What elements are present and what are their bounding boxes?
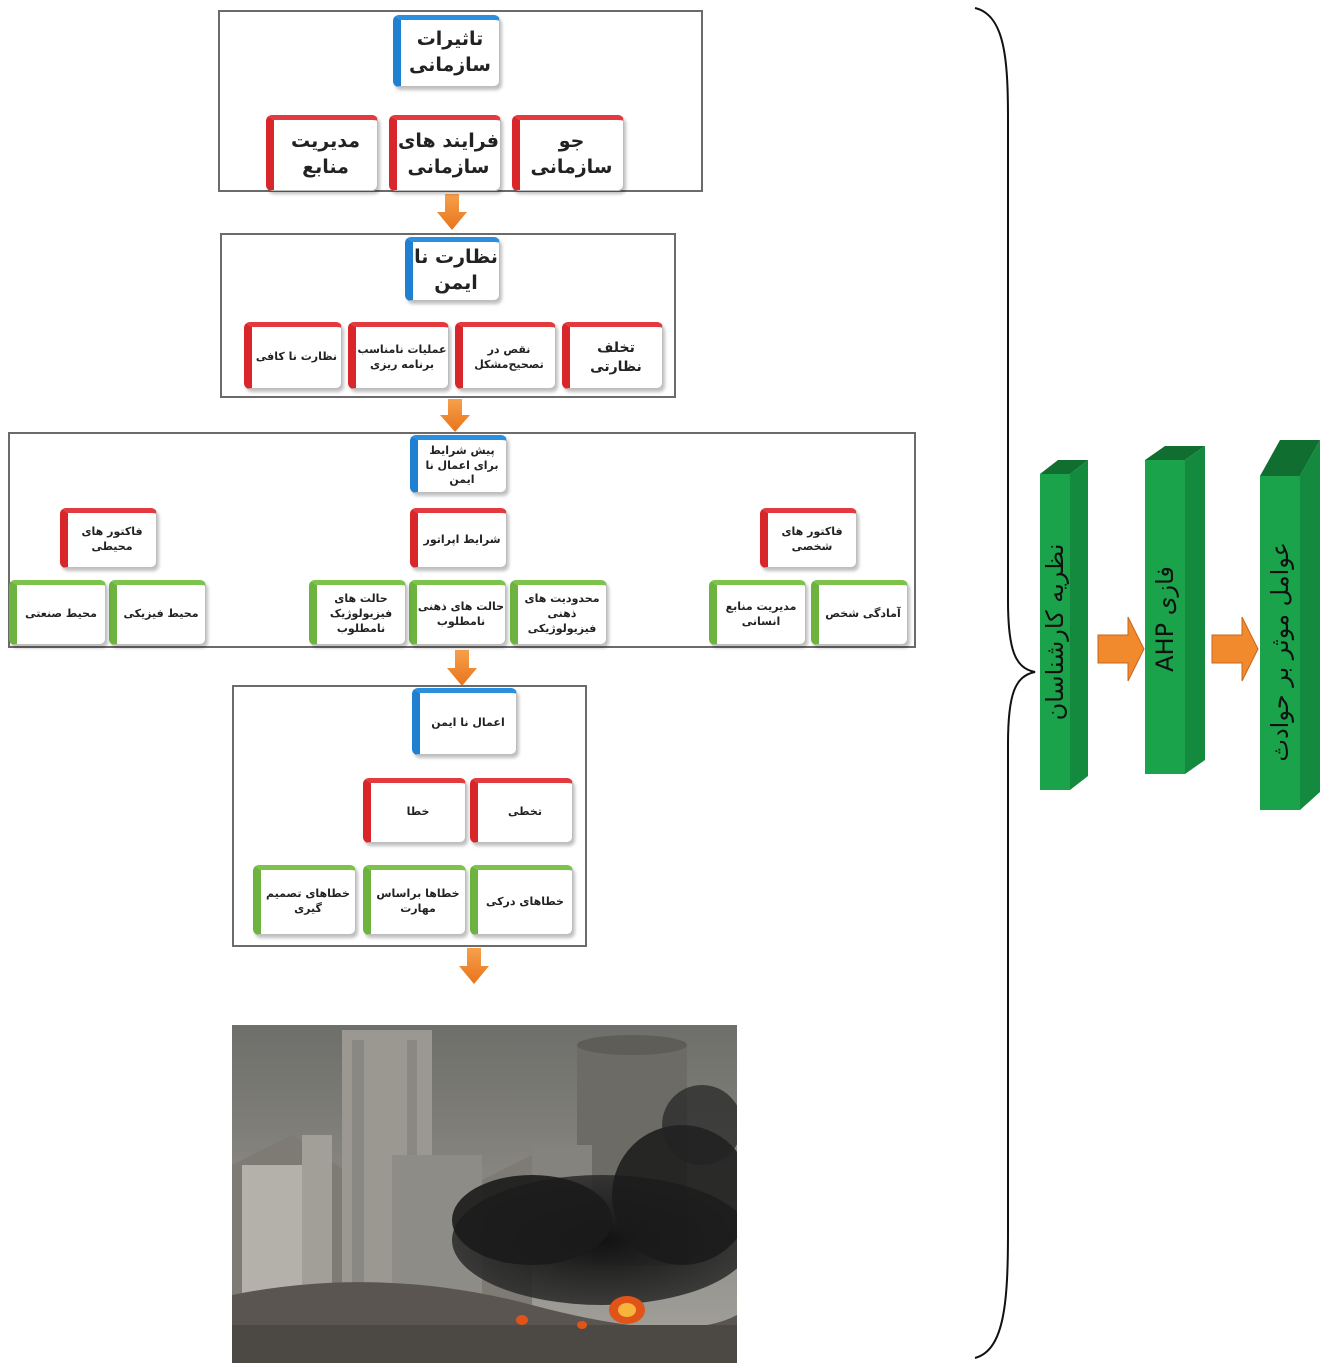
node-organizational-influences: تاثیرات سازمانی xyxy=(393,15,500,87)
node-label: پیش شرایط برای اعمال نا ایمن xyxy=(425,443,499,487)
node-label: محدودیت های ذهنی فیزیولوژیکی xyxy=(524,592,600,635)
node-decision-errors: خطاهای تصمیم گیری xyxy=(253,865,356,935)
node-organizational-climate: جو سازمانی xyxy=(512,115,624,191)
node-planned-inappropriate-ops: عملیات نامناسب برنامه ریزی xyxy=(348,322,449,389)
node-label: نظارت نا کافی xyxy=(255,350,338,364)
node-label: شرایط اپراتور xyxy=(423,532,501,546)
right-arrow-2 xyxy=(1211,616,1259,682)
curly-brace xyxy=(974,7,1036,1359)
node-adverse-mental-states: حالت های ذهنی نامطلوب xyxy=(409,580,506,645)
bar-label-ahp: فازی AHP xyxy=(1151,566,1179,672)
node-perceptual-errors: خطاهای درکی xyxy=(470,865,573,935)
down-arrow-3 xyxy=(447,650,477,686)
industrial-fire-photo xyxy=(232,1025,737,1363)
node-supervisory-violation: تخلف نظارتی xyxy=(562,322,663,389)
node-label: خطاها براساس مهارت xyxy=(376,887,460,915)
node-adverse-physiological-states: حالت های فیزیولوژیک نامطلوب xyxy=(309,580,406,645)
node-label: خطاهای تصمیم گیری xyxy=(266,887,350,915)
node-failed-to-correct: نقص در تصحیح‌مشکل xyxy=(455,322,556,389)
node-unsafe-acts: اعمال نا ایمن xyxy=(412,688,517,755)
node-label: عملیات نامناسب برنامه ریزی xyxy=(357,342,447,371)
node-industrial-environment: محیط صنعتی xyxy=(9,580,106,645)
node-label: جو سازمانی xyxy=(530,130,613,178)
right-arrow-1 xyxy=(1097,616,1145,682)
node-physical-environment: محیط فیزیکی xyxy=(109,580,206,645)
node-label: نقص در تصحیح‌مشکل xyxy=(474,342,544,371)
node-organizational-processes: فرایند های سازمانی xyxy=(389,115,501,191)
node-violations: تخطی xyxy=(470,778,573,843)
down-arrow-4 xyxy=(459,948,489,984)
node-label: آمادگی شخص xyxy=(825,607,901,621)
photo-illustration xyxy=(232,1025,737,1363)
node-inadequate-supervision: نظارت نا کافی xyxy=(244,322,342,389)
node-label: تخلف نظارتی xyxy=(590,339,642,375)
node-crew-resource-management: مدیریت منابع انسانی xyxy=(709,580,806,645)
node-resource-management: مدیریت منابع xyxy=(266,115,378,191)
node-label: فاکتور های شخصی xyxy=(781,525,843,553)
down-arrow-2 xyxy=(440,399,470,432)
bar-ahp xyxy=(1145,446,1205,774)
node-label: اعمال نا ایمن xyxy=(431,716,505,730)
bar-label-factors: عوامل موثر بر حوادث xyxy=(1266,542,1294,762)
node-physical-mental-limitations: محدودیت های ذهنی فیزیولوژیکی xyxy=(510,580,607,645)
node-label: تاثیرات سازمانی xyxy=(408,28,491,76)
node-label: محیط صنعتی xyxy=(25,607,97,621)
node-label: حالت های فیزیولوژیک نامطلوب xyxy=(329,592,393,635)
node-label: فاکتور های محیطی xyxy=(81,525,143,553)
bar-experts xyxy=(1040,460,1088,790)
node-label: خطا xyxy=(406,805,430,819)
flow-bars xyxy=(1040,440,1320,810)
node-label: حالت های ذهنی نامطلوب xyxy=(417,599,505,628)
bar-factors xyxy=(1260,440,1320,810)
node-label: مدیریت منابع xyxy=(291,130,360,178)
node-label: نظارت نا ایمن xyxy=(414,246,498,294)
bar-label-experts: نظریه کارشناسان xyxy=(1041,543,1069,721)
node-errors: خطا xyxy=(363,778,466,843)
node-personal-factors: فاکتور های شخصی xyxy=(760,508,857,568)
node-label: خطاهای درکی xyxy=(486,894,564,908)
node-label: محیط فیزیکی xyxy=(123,607,199,621)
node-label: تخطی xyxy=(508,805,542,819)
node-unsafe-supervision: نظارت نا ایمن xyxy=(405,237,500,301)
down-arrow-1 xyxy=(437,194,467,230)
node-skill-based-errors: خطاها براساس مهارت xyxy=(363,865,466,935)
node-label: مدیریت منابع انسانی xyxy=(725,599,797,628)
node-label: فرایند های سازمانی xyxy=(398,130,499,178)
node-operator-conditions: شرایط اپراتور xyxy=(410,508,507,568)
node-personal-readiness: آمادگی شخص xyxy=(811,580,908,645)
flow-arrows xyxy=(1097,616,1259,682)
down-arrows xyxy=(437,194,489,984)
node-preconditions: پیش شرایط برای اعمال نا ایمن xyxy=(410,435,507,493)
node-environmental-factors: فاکتور های محیطی xyxy=(60,508,157,568)
